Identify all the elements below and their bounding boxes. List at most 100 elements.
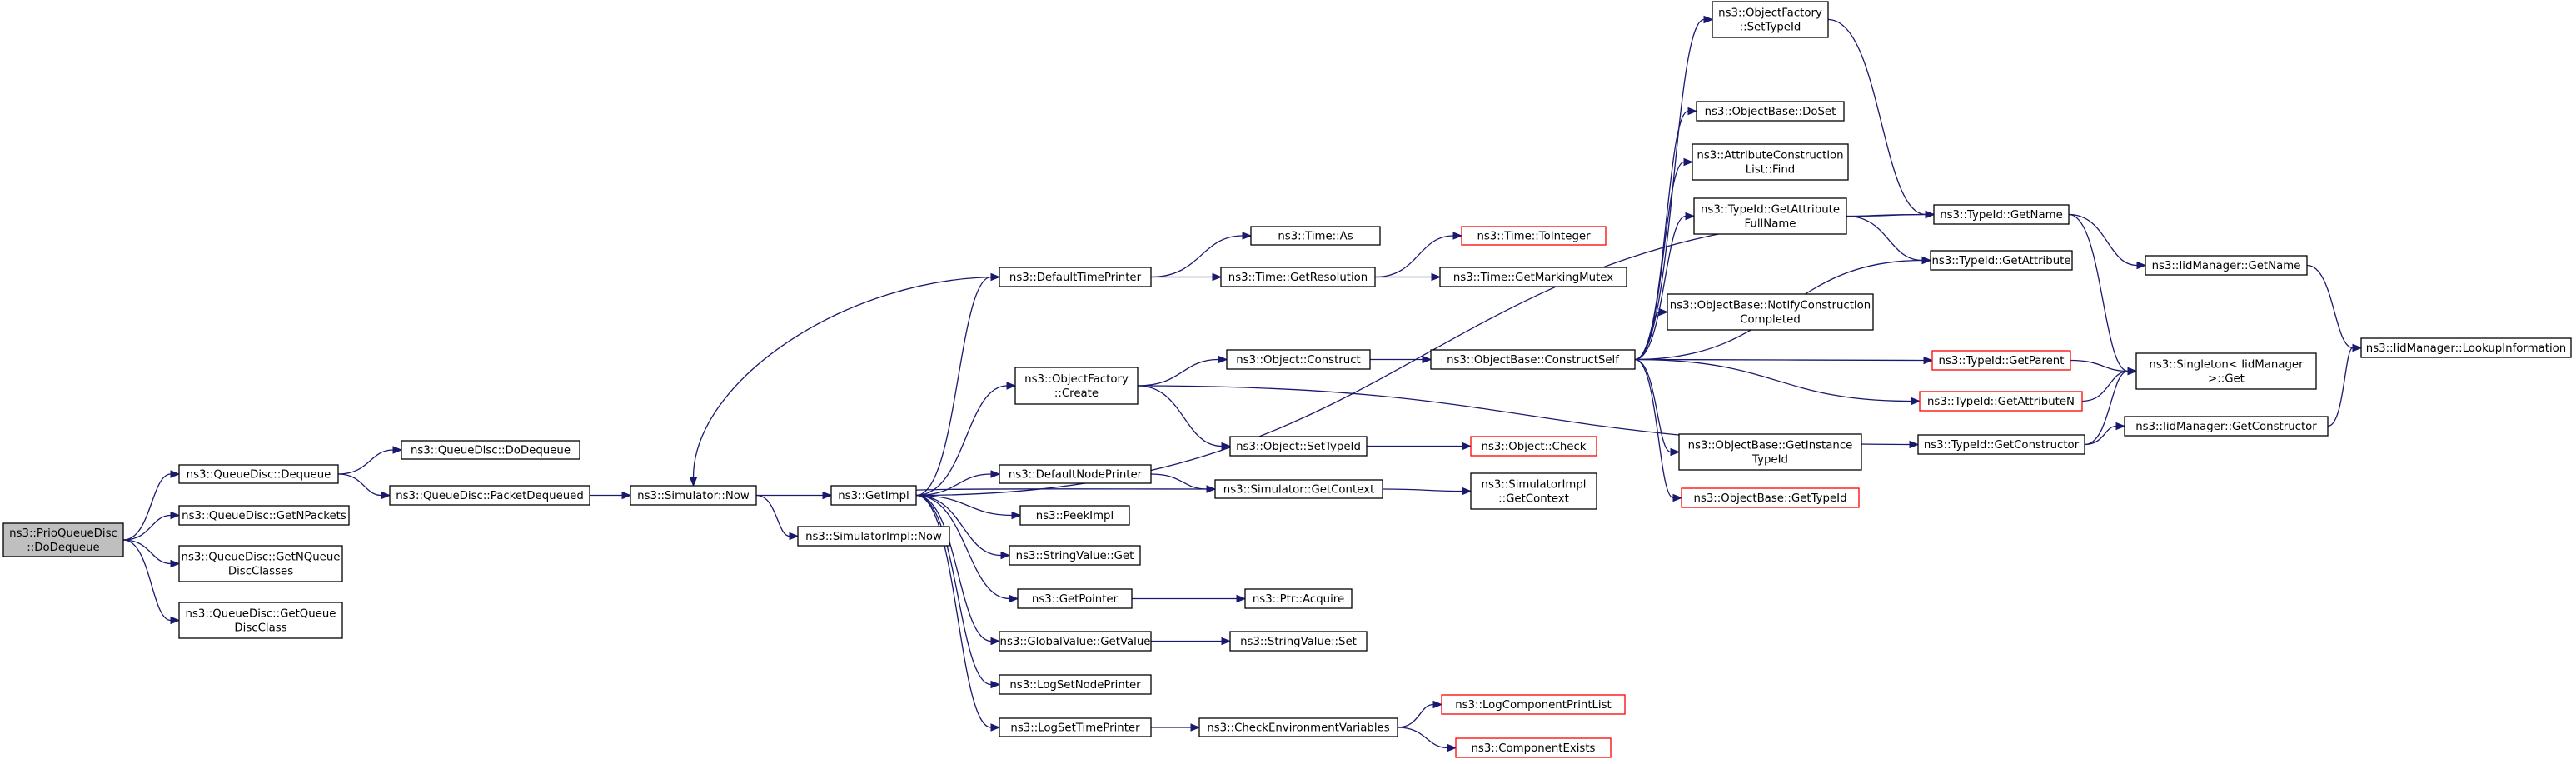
node-time-getmarkingmutex[interactable]: ns3::Time::GetMarkingMutex <box>1439 267 1627 287</box>
node-logsettimeprinter[interactable]: ns3::LogSetTimePrinter <box>999 717 1152 737</box>
node-box <box>401 440 580 460</box>
node-typeid-getattribute[interactable]: ns3::TypeId::GetAttribute <box>1930 250 2073 271</box>
edge-line <box>122 473 172 541</box>
node-objfactory-settypeid[interactable]: ns3::ObjectFactory::SetTypeId <box>1712 1 1829 38</box>
node-box <box>1009 545 1141 566</box>
edge-line <box>755 494 790 537</box>
node-getimpl[interactable]: ns3::GetImpl <box>830 485 917 506</box>
node-objbase-constructself[interactable]: ns3::ObjectBase::ConstructSelf <box>1430 349 1636 370</box>
node-qd-packetdequeued[interactable]: ns3::QueueDisc::PacketDequeued <box>389 485 590 506</box>
edge-line <box>1397 727 1448 749</box>
node-globalvalue-getvalue[interactable]: ns3::GlobalValue::GetValue <box>999 631 1152 652</box>
node-label: ns3::PeekImpl <box>1036 510 1114 522</box>
node-object-settypeid[interactable]: ns3::Object::SetTypeId <box>1229 436 1368 457</box>
edge-line <box>2084 370 2129 446</box>
edge-checkenv-to-componentexists <box>1397 727 1457 752</box>
node-box <box>389 485 590 506</box>
node-objbase-doset[interactable]: ns3::ObjectBase::DoSet <box>1696 101 1845 122</box>
edge-line <box>2068 213 2138 267</box>
edge-line <box>915 473 992 497</box>
node-time-getresolution[interactable]: ns3::Time::GetResolution <box>1220 267 1376 287</box>
edge-objbase_constructself-to-objbase_getinstancetypeid <box>1634 358 1681 457</box>
node-box <box>830 485 917 506</box>
edge-line <box>1846 213 1926 217</box>
edge-typeid_getconstructor-to-iidmanager_getconstructor <box>2084 422 2126 446</box>
node-box <box>1678 433 1862 471</box>
node-logcomponentprintlist[interactable]: ns3::LogComponentPrintList <box>1441 694 1626 715</box>
node-iidmanager-lookupinformation[interactable]: ns3::IidManager::LookupInformation <box>2360 337 2572 358</box>
node-label: ns3::StringValue::Get <box>1016 550 1134 562</box>
node-objbase-gettypeid[interactable]: ns3::ObjectBase::GetTypeId <box>1681 487 1860 508</box>
edge-checkenv-to-logcomponentprintlist <box>1397 700 1443 728</box>
node-label: TypeId <box>1751 454 1788 467</box>
node-label: ns3::LogSetTimePrinter <box>1010 722 1140 735</box>
node-box <box>1014 367 1139 405</box>
edge-line <box>915 385 1008 497</box>
node-root[interactable]: ns3::PrioQueueDisc::DoDequeue <box>2 522 124 557</box>
node-componentexists[interactable]: ns3::ComponentExists <box>1455 737 1612 758</box>
edge-globalvalue_getvalue-to-stringvalue_set <box>1151 637 1232 646</box>
node-stringvalue-get[interactable]: ns3::StringValue::Get <box>1009 545 1141 566</box>
node-time-tointeger[interactable]: ns3::Time::ToInteger <box>1461 226 1607 246</box>
node-objfactory-create[interactable]: ns3::ObjectFactory::Create <box>1014 367 1139 405</box>
node-defaulttimeprinter[interactable]: ns3::DefaultTimePrinter <box>999 267 1152 287</box>
node-label: ns3::QueueDisc::Dequeue <box>187 469 331 482</box>
node-typeid-getname[interactable]: ns3::TypeId::GetName <box>1933 204 2070 225</box>
node-getpointer[interactable]: ns3::GetPointer <box>1017 588 1133 609</box>
arrowhead <box>1218 355 1228 364</box>
edge-typeid_getconstructor-to-singleton_get <box>2084 367 2138 446</box>
node-box <box>1667 293 1874 331</box>
node-label: ns3::LogSetNodePrinter <box>1009 679 1141 692</box>
arrowhead <box>1242 232 1253 240</box>
node-peekimpl[interactable]: ns3::PeekImpl <box>1019 505 1130 526</box>
node-qd-getnpackets[interactable]: ns3::QueueDisc::GetNPackets <box>178 505 350 526</box>
node-iidmanager-getconstructor[interactable]: ns3::IidManager::GetConstructor <box>2124 416 2329 437</box>
arrowhead <box>1452 232 1463 240</box>
node-box <box>1019 505 1130 526</box>
node-typeid-getattributen[interactable]: ns3::TypeId::GetAttributeN <box>1919 391 2083 412</box>
node-object-construct[interactable]: ns3::Object::Construct <box>1226 349 1371 370</box>
edge-line <box>2327 347 2354 427</box>
node-simimpl-getcontext[interactable]: ns3::SimulatorImpl::GetContext <box>1470 472 1597 510</box>
node-objbase-notifyconstructioncompleted[interactable]: ns3::ObjectBase::NotifyConstructionCompl… <box>1667 293 1874 331</box>
arrowhead <box>990 723 1001 732</box>
edge-line <box>1374 235 1454 278</box>
node-label: ns3::QueueDisc::GetNQueue <box>182 552 341 564</box>
arrowhead <box>1432 700 1443 709</box>
edge-line <box>1634 358 1674 499</box>
node-label: ns3::Object::Check <box>1482 441 1587 453</box>
node-label: ns3::IidManager::GetConstructor <box>2135 421 2317 433</box>
node-qd-dodequeue[interactable]: ns3::QueueDisc::DoDequeue <box>401 440 580 460</box>
node-logsetnodeprinter[interactable]: ns3::LogSetNodePrinter <box>999 674 1152 695</box>
node-sim-now[interactable]: ns3::Simulator::Now <box>630 485 757 506</box>
edge-line <box>915 494 992 642</box>
node-box <box>999 464 1152 484</box>
node-object-check[interactable]: ns3::Object::Check <box>1470 436 1597 457</box>
node-ptr-acquire[interactable]: ns3::Ptr::Acquire <box>1244 588 1353 609</box>
node-iidmanager-getname[interactable]: ns3::IidManager::GetName <box>2145 255 2308 276</box>
node-checkenv[interactable]: ns3::CheckEnvironmentVariables <box>1198 717 1398 737</box>
node-typeid-getconstructor[interactable]: ns3::TypeId::GetConstructor <box>1917 434 2085 455</box>
node-simimpl-now[interactable]: ns3::SimulatorImpl::Now <box>797 526 950 547</box>
node-defaultnodeprinter[interactable]: ns3::DefaultNodePrinter <box>999 464 1152 484</box>
arrowhead <box>1221 442 1232 451</box>
node-qd-dequeue[interactable]: ns3::QueueDisc::Dequeue <box>178 464 339 484</box>
arrowhead <box>1212 272 1223 282</box>
node-sim-getcontext[interactable]: ns3::Simulator::GetContext <box>1214 479 1383 499</box>
node-time-as[interactable]: ns3::Time::As <box>1250 226 1381 246</box>
node-stringvalue-set[interactable]: ns3::StringValue::Set <box>1229 631 1368 652</box>
edge-iidmanager_getname-to-iidmanager_lookupinformation <box>2306 264 2363 352</box>
node-typeid-getparent[interactable]: ns3::TypeId::GetParent <box>1931 350 2071 371</box>
arrowhead <box>1670 447 1681 457</box>
edge-defaulttimeprinter-to-sim_now <box>689 276 1000 487</box>
node-label: ns3::IidManager::LookupInformation <box>2366 342 2566 355</box>
node-singleton-get[interactable]: ns3::Singleton< IidManager>::Get <box>2135 352 2317 390</box>
edge-line <box>915 276 992 497</box>
arrowhead <box>1462 487 1472 496</box>
